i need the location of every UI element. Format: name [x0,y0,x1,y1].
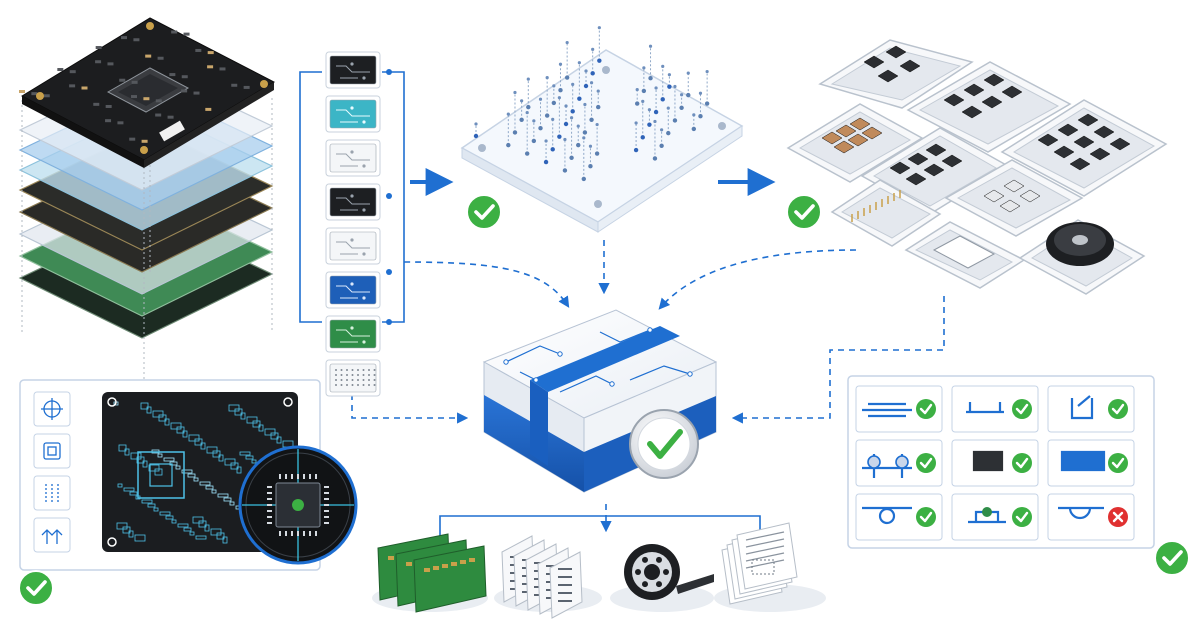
footprint-cell [951,439,1039,487]
drill-plate-icon [460,26,744,233]
pcb-inspection-icon [19,379,358,571]
check-icon [1108,453,1128,473]
check-icon [1012,507,1032,527]
connectors [299,69,945,548]
tape-reel-icon [624,544,714,600]
check-seal-icon [629,409,699,479]
footprint-cell [1047,385,1135,433]
footprint-grid [847,375,1155,549]
check-icon [1012,453,1032,473]
panel-stack-icon [501,535,583,619]
check-icon [916,453,936,473]
check-icon [466,194,502,230]
check-icon [18,570,54,606]
check-icon [1012,399,1032,419]
layered-pcb-stack-icon [18,17,276,394]
check-icon [786,194,822,230]
footprint-cell [951,385,1039,433]
footprint-cell [1047,493,1135,541]
footprint-bracket-icon [966,402,1004,414]
footprint-probe-icon [1070,395,1094,420]
footprint-cell [1047,439,1135,487]
check-icon [1154,540,1190,576]
assembled-boards-icon [377,533,487,613]
check-icon [916,507,936,527]
error-icon [1108,507,1128,527]
footprint-cell [855,385,943,433]
footprint-cell [855,493,943,541]
documents-icon [721,522,798,605]
outputs [372,522,826,619]
footprint-cell [855,439,943,487]
check-icon [1108,399,1128,419]
check-icon [916,399,936,419]
layer-thumbnails-icon [325,51,381,397]
footprint-chip-icon [972,450,1004,472]
component-trays-icon [786,39,1168,295]
footprint-line-icon [862,402,912,418]
footprint-clip-icon [1058,506,1104,520]
footprint-cell [951,493,1039,541]
footprint-pad-icon [1060,450,1106,472]
